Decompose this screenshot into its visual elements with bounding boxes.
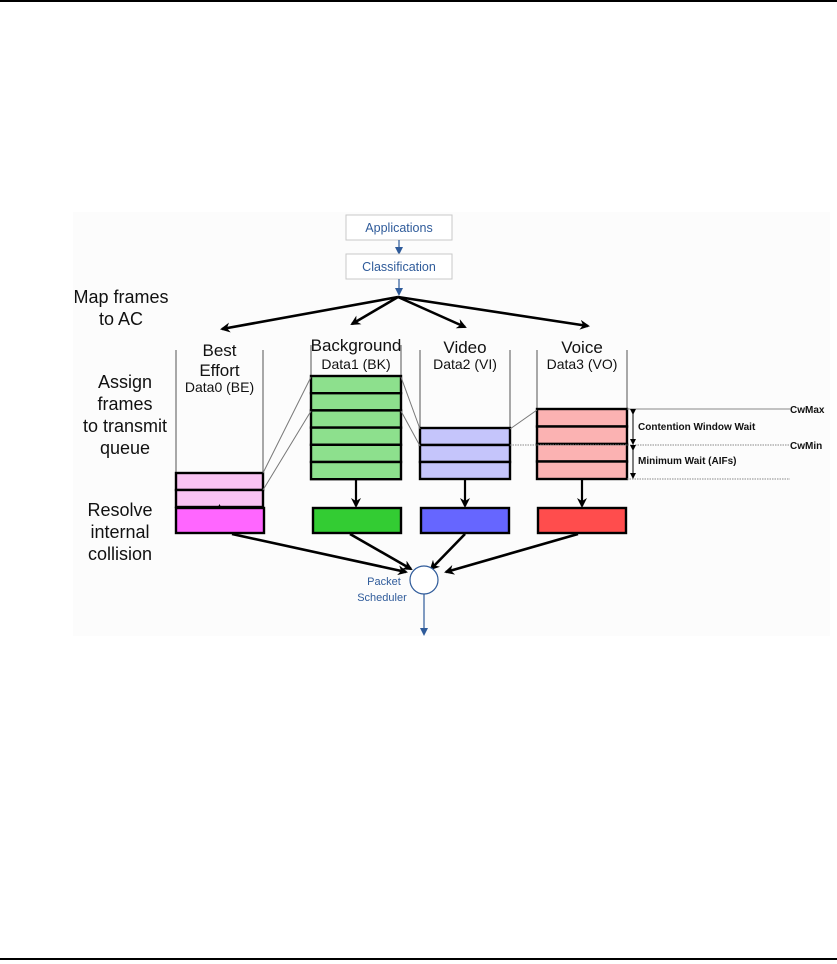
queue-slot <box>174 488 265 509</box>
resolve-box <box>311 506 403 535</box>
queue-slot <box>535 442 629 463</box>
queue-label: Data3 (VO) <box>547 356 618 372</box>
top-rule <box>0 0 837 2</box>
map-arrow-vi <box>397 295 467 329</box>
queue-slot <box>418 426 512 447</box>
to-scheduler-arrow-bk <box>349 532 413 571</box>
queue-slot <box>418 443 512 464</box>
connector-be-bk-bottom <box>262 410 312 491</box>
resolve-box <box>536 506 628 535</box>
queue-slot <box>535 425 629 446</box>
step-map-label: Map frames to AC <box>73 287 168 329</box>
scheduler-label-line1: Packet <box>367 576 401 588</box>
ac-name: Voice <box>561 338 603 357</box>
resolve-box <box>419 506 511 535</box>
applications-box: Applications <box>345 214 453 241</box>
map-arrow-bk <box>350 295 399 326</box>
connector-be-bk-top <box>262 376 312 474</box>
queue-slot <box>535 407 629 428</box>
queue-slot <box>309 409 403 429</box>
queue-slot <box>309 426 403 447</box>
bottom-rule <box>0 958 837 960</box>
ac-name: Background <box>311 336 402 355</box>
resolve-box <box>174 506 266 535</box>
to-scheduler-arrow-vi <box>429 533 466 571</box>
classification-label: Classification <box>362 260 436 274</box>
packet-scheduler-circle <box>409 565 439 595</box>
queue-slot <box>174 471 265 492</box>
connector-bk-vi-bottom <box>400 410 421 447</box>
step-assign-line1: Assign <box>98 372 152 392</box>
contention-window-label: Contention Window Wait <box>638 422 756 433</box>
step-assign-line2: frames <box>97 394 152 414</box>
ac-name: Video <box>443 338 486 357</box>
step-map-line2: to AC <box>99 309 143 329</box>
queue-slot <box>535 460 629 481</box>
to-scheduler-arrow-vo <box>444 532 579 575</box>
queue-label: Data1 (BK) <box>321 356 390 372</box>
queue-label: Data2 (VI) <box>433 356 497 372</box>
scheduler-label-line2: Scheduler <box>357 592 407 604</box>
step-resolve-line2: internal <box>90 522 149 542</box>
queue-slot <box>309 443 403 464</box>
ac-name: Best <box>202 341 236 360</box>
cwmin-label: CwMin <box>790 441 822 452</box>
queue-slot <box>309 460 403 481</box>
step-assign-line3: to transmit <box>83 416 167 436</box>
cwmax-label: CwMax <box>790 405 825 416</box>
connector-vi-vo <box>509 409 538 430</box>
queue-slot <box>309 374 403 395</box>
classification-box: Classification <box>345 253 453 280</box>
step-assign-label: Assign frames to transmit queue <box>83 372 167 458</box>
applications-label: Applications <box>365 221 432 235</box>
step-resolve-line1: Resolve <box>87 500 152 520</box>
map-arrow-vo <box>397 295 590 330</box>
minimum-wait-label: Minimum Wait (AIFs) <box>638 456 737 467</box>
connector-bk-vi-top <box>400 376 421 430</box>
step-map-line1: Map frames <box>73 287 168 307</box>
step-assign-line4: queue <box>100 438 150 458</box>
map-arrow-be <box>220 295 399 333</box>
queue-label: Data0 (BE) <box>185 379 254 395</box>
queue-slot <box>309 392 403 412</box>
ac-name-line2: Effort <box>199 361 240 380</box>
to-scheduler-arrow-be <box>231 532 408 576</box>
step-resolve-label: Resolve internal collision <box>87 500 152 564</box>
step-resolve-line3: collision <box>88 544 152 564</box>
queue-slot <box>418 460 512 481</box>
